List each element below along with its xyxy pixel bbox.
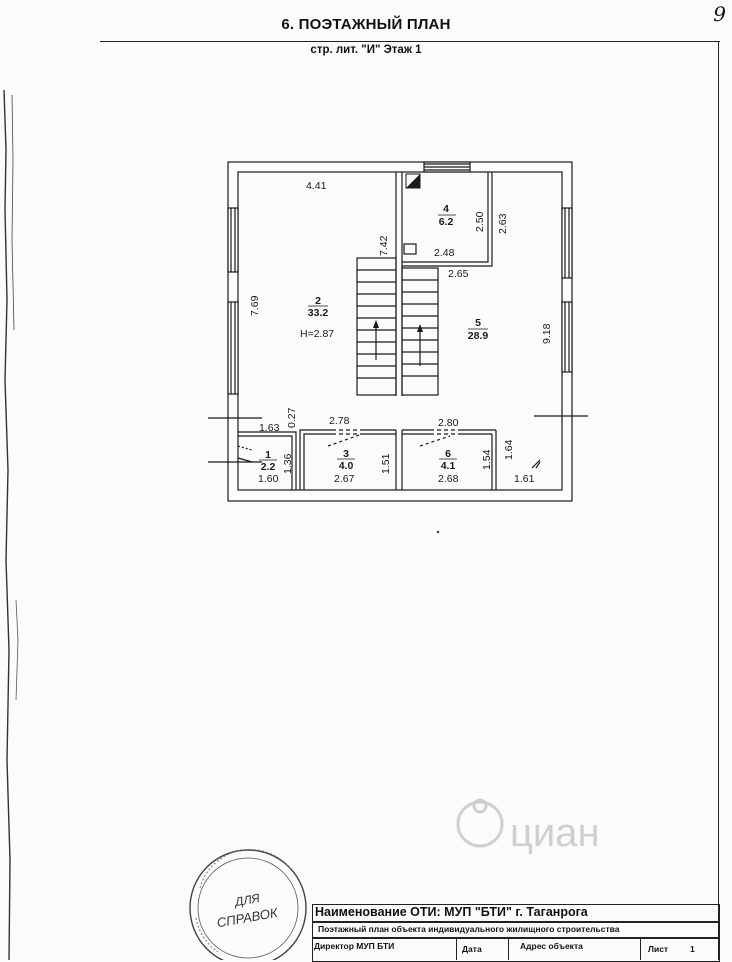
tb-name-value: МУП "БТИ" г. Таганрога xyxy=(444,905,588,919)
dim-right-corner-width: 1.61 xyxy=(514,473,535,485)
handwritten-page-number: 9 xyxy=(713,2,726,26)
dim-room4-inner-height: 2.50 xyxy=(474,211,486,232)
tb-name-label: Наименование ОТИ: xyxy=(315,905,441,919)
room-2-ceiling-height: Н=2.87 xyxy=(300,328,334,340)
title-block-row-name xyxy=(312,904,720,923)
title-block-address: Адрес объекта xyxy=(520,941,583,951)
title-block-director: Директор МУП БТИ xyxy=(314,941,395,951)
dim-right-room-height: 9.18 xyxy=(541,323,553,344)
dim-room6-height: 1.54 xyxy=(481,449,493,470)
room-2-number: 2 xyxy=(315,295,321,307)
frame-right-line xyxy=(718,41,719,960)
round-stamp: ДЛЯ СПРАВОК xyxy=(189,849,307,960)
room-4-area: 6.2 xyxy=(439,216,454,228)
dim-left-room-height: 7.69 xyxy=(249,295,261,316)
dim-stair-height: 7.42 xyxy=(378,235,390,256)
dim-room6-width-top: 2.80 xyxy=(438,417,459,429)
dim-room1-width: 1.60 xyxy=(258,473,279,485)
dim-wall-offset: 0.27 xyxy=(286,407,298,428)
dim-room6-width: 2.68 xyxy=(438,473,459,485)
dim-right-corner-height: 1.64 xyxy=(503,439,515,460)
title-block-sheet-label: Лист xyxy=(648,944,669,954)
dim-room4-outer-height: 2.63 xyxy=(497,213,509,234)
stamp-text-2: СПРАВОК xyxy=(216,905,280,931)
page-subtitle: стр. лит. "И" Этаж 1 xyxy=(310,44,422,56)
room-3-area: 4.0 xyxy=(339,460,354,472)
title-block-description: Поэтажный план объекта индивидуального ж… xyxy=(318,924,620,934)
dim-room3-width: 2.67 xyxy=(334,473,355,485)
binding-edge-marks xyxy=(3,89,19,960)
dim-room3-height: 1.51 xyxy=(380,453,392,474)
room-4-number: 4 xyxy=(443,203,449,215)
left-staircase xyxy=(356,257,397,396)
tb-divider-3 xyxy=(640,937,641,960)
corner-marker xyxy=(406,174,420,188)
room-1-number: 1 xyxy=(265,449,271,461)
title-block-row-desc xyxy=(312,921,720,939)
title-block-date: Дата xyxy=(462,944,482,954)
dim-room4-outer-width: 2.65 xyxy=(448,268,469,280)
dim-room4-inner-width: 2.48 xyxy=(434,247,455,259)
room-6-number: 6 xyxy=(445,448,451,460)
page-title: 6. ПОЭТАЖНЫЙ ПЛАН xyxy=(281,16,451,33)
room-1-area: 2.2 xyxy=(261,461,276,473)
room-5-area: 28.9 xyxy=(468,330,489,342)
frame-top-line xyxy=(100,41,720,42)
room-3-number: 3 xyxy=(343,448,349,460)
tb-divider-1 xyxy=(456,937,457,960)
title-block-sheet-number: 1 xyxy=(690,944,695,954)
room-2-area: 33.2 xyxy=(308,307,329,319)
stamp-text-1: ДЛЯ xyxy=(232,891,262,910)
watermark-text: циан xyxy=(510,811,600,855)
dim-room1-height: 1.36 xyxy=(282,453,294,474)
watermark-logo: циан xyxy=(456,798,600,855)
room-6-area: 4.1 xyxy=(441,460,456,472)
outer-wall-outer xyxy=(227,161,573,502)
left-windows xyxy=(227,207,239,395)
title-block-name: Наименование ОТИ: МУП "БТИ" г. Таганрога xyxy=(315,905,588,919)
dim-top-left-width: 4.41 xyxy=(306,180,327,192)
dim-room1-width-top: 1.63 xyxy=(259,422,280,434)
tb-divider-2 xyxy=(508,937,509,960)
right-windows xyxy=(561,207,573,373)
dim-room3-width-top: 2.78 xyxy=(329,415,350,427)
room-5-number: 5 xyxy=(475,317,481,329)
